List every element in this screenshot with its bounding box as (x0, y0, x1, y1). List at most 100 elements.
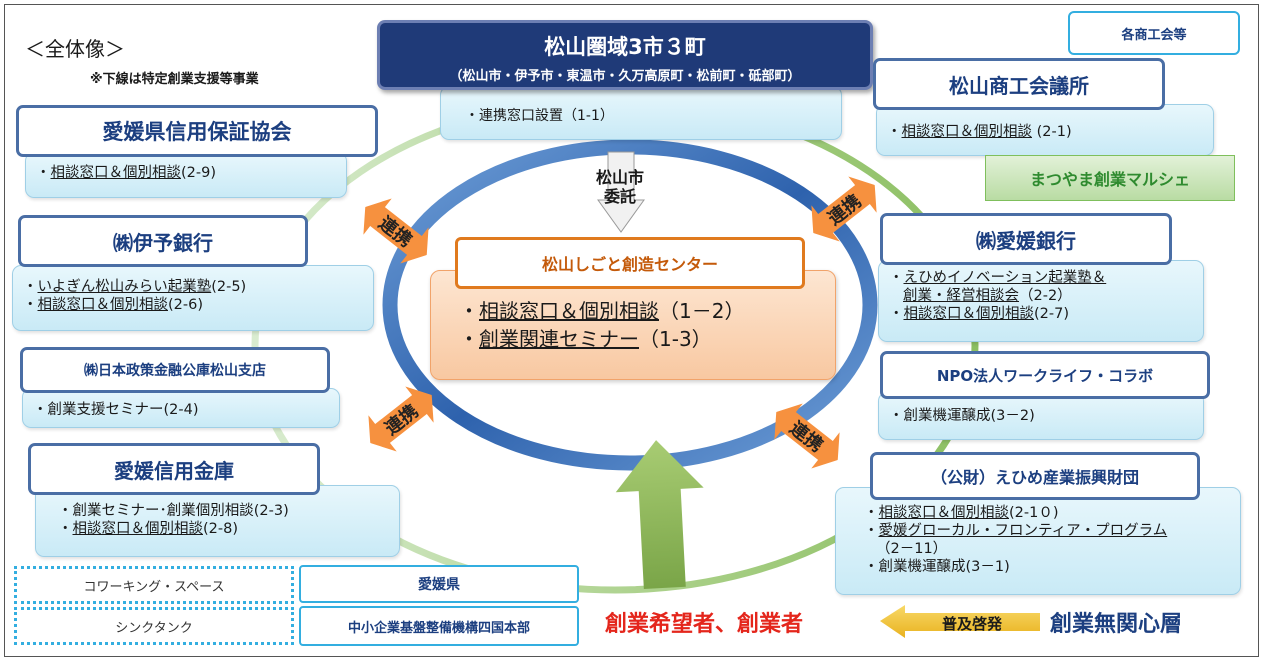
bullet: ・ (58, 521, 73, 537)
center-item-consult-code: （1－2） (659, 299, 745, 323)
npo-item: ・創業機運醸成(3－2) (889, 408, 1035, 424)
ehime-bank-item-1: ・えひめイノベーション起業塾＆ (889, 269, 1193, 287)
bullet: ・ (887, 124, 902, 140)
hub-item: ・連携窓口設置（1-1） (465, 108, 614, 124)
guarantee-title: 愛媛県信用保証協会 (16, 105, 378, 157)
iyo-bank-item-2-text: 相談窓口＆個別相談 (37, 297, 169, 313)
thinktank-box: シンクタンク (14, 607, 294, 645)
shinkin-title: 愛媛信用金庫 (28, 443, 320, 495)
ehime-bank-item-2-code: （2-2） (1019, 288, 1072, 304)
ehime-bank-item-3-text: 相談窓口＆個別相談 (903, 306, 1035, 322)
ehime-bank-item-2-text: 創業・経営相談会 (903, 288, 1019, 304)
foundation-item-1-text: 相談窓口＆個別相談 (878, 505, 1010, 521)
bullet: ・ (889, 270, 904, 286)
ehime-bank-item-3-code: (2-7) (1034, 306, 1069, 322)
link-label: 連携 (381, 400, 423, 440)
commerce-assoc-box: 各商工会等 (1068, 11, 1240, 55)
chamber-detail-box: ・相談窓口＆個別相談 (2-1) (876, 104, 1214, 156)
ehime-pref-box: 愛媛県 (299, 565, 579, 603)
chamber-title: 松山商工会議所 (873, 58, 1165, 110)
foundation-item-1-code: (2-1０) (1009, 505, 1059, 521)
bullet: ・ (459, 327, 479, 351)
chamber-item-text: 相談窓口＆個別相談 (901, 124, 1033, 140)
shinkin-item-1-text: 創業セミナー･創業個別相談(2-3) (72, 503, 289, 519)
overview-label: ＜全体像＞ (25, 37, 125, 61)
bullet: ・ (23, 279, 38, 295)
link-label: 連携 (374, 212, 416, 252)
iyo-bank-item-1-text: いよぎん松山みらい起業塾 (37, 279, 212, 295)
center-item-seminar: ・創業関連セミナー（1-3） (459, 325, 835, 353)
bullet: ・ (36, 165, 51, 181)
guarantee-detail-box: ・相談窓口＆個別相談(2-9) (25, 152, 347, 198)
coworking-box: コワーキング・スペース (14, 566, 294, 604)
inner-blue-ring (382, 139, 878, 471)
link-label: 連携 (785, 417, 827, 457)
ehime-bank-detail-box: ・えひめイノベーション起業塾＆ 創業・経営相談会（2-2） ・相談窓口＆個別相談… (878, 260, 1204, 342)
ehime-bank-item-2: 創業・経営相談会（2-2） (889, 287, 1193, 305)
aspirants-label: 創業希望者、創業者 (605, 612, 804, 637)
center-item-seminar-text: 創業関連セミナー (479, 327, 639, 351)
iyo-bank-detail-box: ・いよぎん松山みらい起業塾(2-5) ・相談窓口＆個別相談(2-6) (12, 265, 374, 331)
npo-detail-box: ・創業機運醸成(3－2) (878, 392, 1204, 440)
guarantee-item: ・相談窓口＆個別相談(2-9) (36, 164, 336, 182)
iyo-bank-item-1: ・いよぎん松山みらい起業塾(2-5) (23, 278, 363, 296)
foundation-item-2: ・愛媛グローカル・フロンティア・プログラム (864, 522, 1240, 540)
bullet: ・ (58, 503, 73, 519)
hub-title: 松山圏域3市３町 (544, 35, 706, 59)
center-item-consult-text: 相談窓口＆個別相談 (479, 299, 659, 323)
delegate-arrow (597, 151, 645, 233)
center-item-consult: ・相談窓口＆個別相談（1－2） (459, 297, 835, 325)
hub-subtitle: （松山市・伊予市・東温市・久万高原町・松前町・砥部町） (449, 69, 801, 84)
bullet: ・ (864, 523, 879, 539)
bullet: ・ (459, 299, 479, 323)
diagram-frame (4, 4, 1259, 657)
underline-note: ※下線は特定創業支援等事業 (90, 72, 259, 87)
ehime-bank-item-3: ・相談窓口＆個別相談(2-7) (889, 305, 1193, 323)
shinkin-item-2-code: (2-8) (203, 521, 238, 537)
foundation-item-4: ・創業機運醸成(3－1) (864, 558, 1240, 576)
jfc-item: ・創業支援セミナー(2-4) (33, 402, 199, 418)
bullet: ・ (889, 306, 904, 322)
delegate-line-2: 委託 (603, 187, 636, 206)
jfc-title: ㈱日本政策金融公庫松山支店 (20, 347, 330, 393)
iyo-bank-title: ㈱伊予銀行 (18, 215, 308, 267)
center-title: 松山しごと創造センター (455, 237, 805, 289)
bullet: ・ (864, 559, 879, 575)
foundation-item-3-text: （2－11） (876, 541, 948, 557)
shinkin-detail-box: ・創業セミナー･創業個別相談(2-3) ・相談窓口＆個別相談(2-8) (35, 485, 400, 557)
foundation-title: （公財）えひめ産業振興財団 (870, 452, 1200, 500)
chamber-item-code: (2-1) (1032, 124, 1072, 140)
link-label: 連携 (824, 190, 866, 230)
jfc-detail-box: ・創業支援セミナー(2-4) (22, 388, 340, 428)
ehime-bank-title: ㈱愛媛銀行 (880, 213, 1172, 265)
big-green-arrow (615, 440, 704, 589)
delegate-label: 松山市 委託 (585, 168, 655, 206)
guarantee-item-text: 相談窓口＆個別相談 (50, 165, 182, 181)
guarantee-item-code: (2-9) (181, 165, 216, 181)
chamber-item: ・相談窓口＆個別相談 (2-1) (887, 123, 1203, 141)
foundation-item-1: ・相談窓口＆個別相談(2-1０) (864, 504, 1240, 522)
foundation-item-3: （2－11） (864, 540, 1240, 558)
uninterested-label: 創業無関心層 (1050, 612, 1183, 637)
npo-title: NPO法人ワークライフ・コラボ (880, 351, 1210, 399)
delegate-line-1: 松山市 (595, 168, 644, 187)
marche-box: まつやま創業マルシェ (985, 155, 1235, 201)
bullet: ・ (864, 505, 879, 521)
bullet: ・ (23, 297, 38, 313)
foundation-item-4-text: 創業機運醸成(3－1) (878, 559, 1010, 575)
awareness-arrow (880, 605, 1040, 638)
center-item-seminar-code: （1-3） (639, 327, 712, 351)
iyo-bank-item-1-code: (2-5) (211, 279, 247, 295)
foundation-item-2-text: 愛媛グローカル・フロンティア・プログラム (878, 523, 1168, 539)
ehime-bank-item-1-text: えひめイノベーション起業塾＆ (903, 270, 1107, 286)
awareness-label: 普及啓発 (941, 615, 1002, 633)
foundation-detail-box: ・相談窓口＆個別相談(2-1０) ・愛媛グローカル・フロンティア・プログラム （… (835, 487, 1241, 595)
shinkin-item-2-text: 相談窓口＆個別相談 (72, 521, 204, 537)
smrj-box: 中小企業基盤整備機構四国本部 (299, 606, 579, 646)
iyo-bank-item-2-code: (2-6) (168, 297, 203, 313)
iyo-bank-item-2: ・相談窓口＆個別相談(2-6) (23, 296, 363, 314)
hub-detail-box: ・連携窓口設置（1-1） (440, 86, 842, 140)
shinkin-item-1: ・創業セミナー･創業個別相談(2-3) (58, 502, 399, 520)
shinkin-item-2: ・相談窓口＆個別相談(2-8) (58, 520, 399, 538)
hub-header: 松山圏域3市３町 （松山市・伊予市・東温市・久万高原町・松前町・砥部町） (377, 20, 873, 90)
